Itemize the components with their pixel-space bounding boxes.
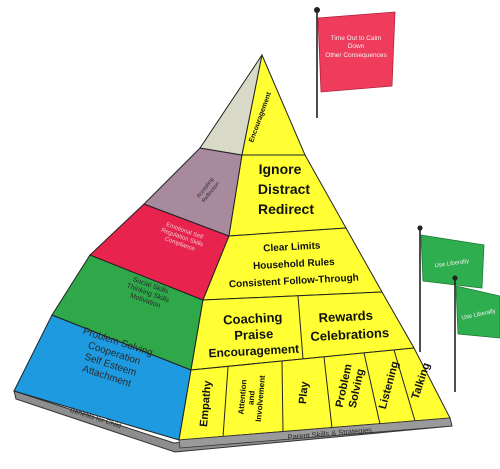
tier4-left-line2: Praise	[234, 326, 274, 343]
svg-text:Involvement: Involvement	[254, 375, 267, 423]
base-divider	[363, 352, 381, 425]
top-flag-line3: Other Consequences	[325, 52, 387, 59]
tier4-left-line3: Encouragement	[208, 342, 299, 361]
middle-flag-cloth	[420, 234, 485, 289]
base-divider	[323, 356, 333, 429]
lower-flag-cloth	[455, 285, 500, 339]
front-footer-strip	[178, 417, 453, 449]
base-cell-attention: Attention and Involvement	[237, 375, 267, 423]
base-cell-empathy: Empathy	[198, 379, 214, 427]
tier2-line2: Distract	[258, 181, 310, 197]
front-tier4-divider	[297, 295, 304, 360]
tier2-line3: Redirect	[258, 201, 314, 217]
lower-flag: Use Liberally	[452, 275, 500, 392]
tier4-left-line1: Coaching	[223, 309, 283, 327]
tier4-right-line1: Rewards	[318, 308, 373, 326]
top-flag-line1: Time Out to Calm	[331, 35, 382, 42]
tier3-line2: Household Rules	[253, 257, 336, 272]
top-flag: Time Out to Calm Down Other Consequences	[314, 7, 396, 118]
middle-flag-label: Use Liberally	[434, 259, 469, 270]
base-divider	[222, 366, 229, 438]
top-flag-cloth	[317, 11, 396, 93]
base-divider	[393, 349, 416, 422]
flag-pole-knob	[314, 7, 320, 13]
svg-text:Attention: Attention	[237, 379, 249, 415]
tier3-line1: Clear Limits	[263, 240, 321, 254]
front-face: Parent Skills & Strategies Encouragement…	[178, 53, 453, 449]
left-face: Accepting Reflection Emotional Self Regu…	[13, 54, 263, 441]
flag-pole-knob	[417, 225, 423, 231]
base-divider	[281, 360, 284, 433]
tier2-line1: Ignore	[259, 161, 302, 177]
flag-pole-knob	[452, 275, 458, 281]
middle-flag: Use Liberally	[417, 225, 485, 352]
base-cell-play: Play	[297, 380, 311, 404]
top-flag-line2: Down	[348, 43, 365, 50]
tier4-right-line2: Celebrations	[310, 325, 389, 344]
svg-text:and: and	[246, 390, 256, 405]
